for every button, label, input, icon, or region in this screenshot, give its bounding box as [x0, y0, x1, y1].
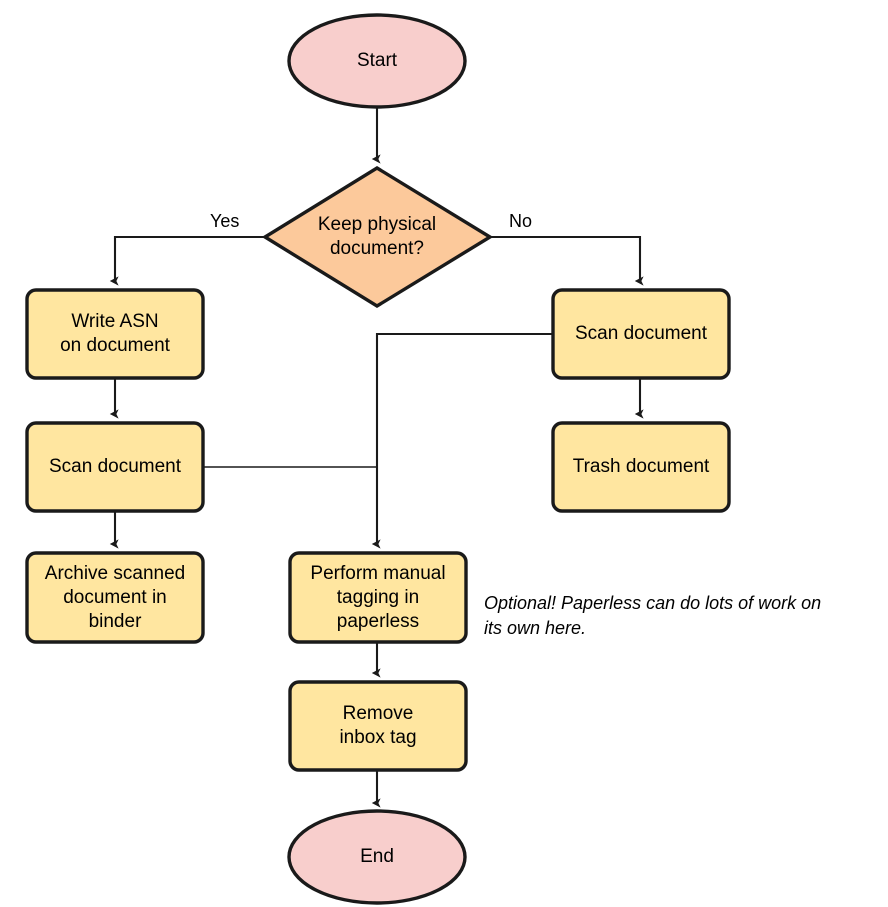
- node-scan-left[interactable]: [25, 421, 205, 513]
- node-start[interactable]: [287, 13, 467, 109]
- optional-note: Optional! Paperless can do lots of work …: [484, 593, 822, 638]
- node-write-asn[interactable]: [25, 288, 205, 380]
- edge-scan-right-to-tagging: [371, 332, 552, 549]
- node-trash[interactable]: [551, 421, 731, 513]
- node-end[interactable]: [287, 809, 467, 905]
- edge-group: [109, 100, 644, 808]
- node-archive[interactable]: [25, 551, 205, 644]
- node-decision[interactable]: [261, 166, 494, 308]
- edge-label-yes: Yes: [210, 211, 240, 231]
- node-remove-tag[interactable]: [288, 680, 468, 772]
- node-tagging[interactable]: [288, 551, 468, 644]
- edge-label-no: No: [509, 211, 533, 231]
- node-scan-right[interactable]: [551, 288, 731, 380]
- edge-decision-to-scan-right: [490, 235, 644, 286]
- edge-decision-to-write-asn: [109, 235, 265, 286]
